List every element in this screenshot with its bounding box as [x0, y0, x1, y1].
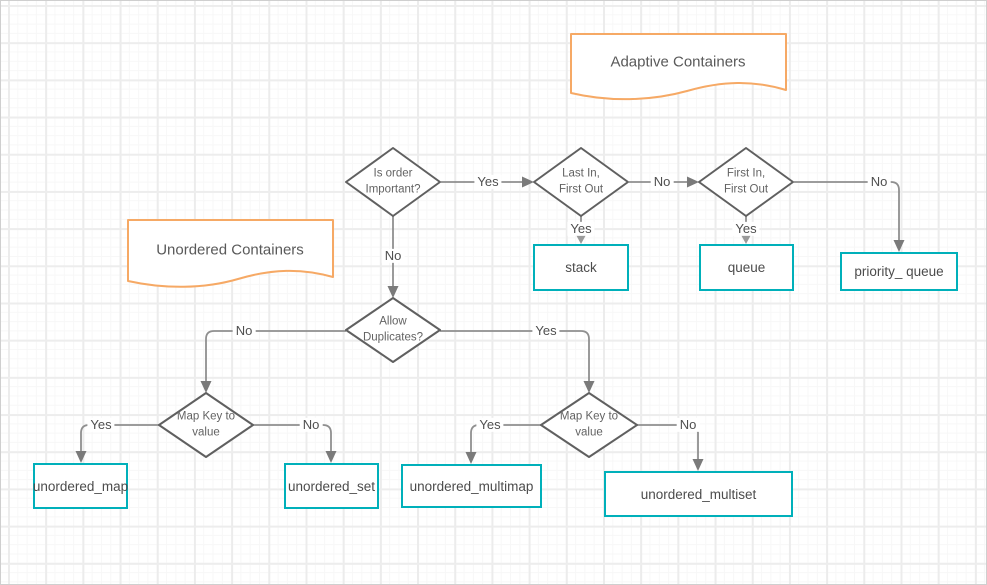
arrowhead — [75, 451, 87, 463]
connector-line — [440, 330, 590, 382]
arrowhead — [522, 176, 534, 188]
connector-line — [794, 181, 900, 241]
terminal-queue-label: queue — [727, 260, 766, 275]
connector-allow-to-map-left[interactable] — [200, 330, 347, 393]
terminal-unordered-multiset[interactable]: unordered_multiset — [604, 471, 793, 517]
edge-label-fifo-to-priority-queue: No — [867, 174, 891, 190]
terminal-queue[interactable]: queue — [699, 244, 794, 291]
connector-line — [205, 330, 346, 382]
decision-allow-duplicates[interactable] — [345, 297, 441, 363]
arrowhead — [325, 451, 337, 463]
arrowhead — [465, 452, 477, 464]
terminal-unordered-set[interactable]: unordered_set — [284, 463, 379, 509]
edge-label-lifo-to-stack: Yes — [567, 221, 595, 237]
terminal-unordered-multiset-label: unordered_multiset — [640, 486, 757, 502]
arrowhead — [583, 381, 595, 393]
edge-label-allow-to-map-right: Yes — [532, 323, 560, 339]
arrowhead — [740, 234, 752, 244]
connector-fifo-to-priority-queue[interactable] — [794, 181, 905, 252]
connector-map-left-to-unordered-set[interactable] — [253, 424, 337, 463]
arrowhead — [687, 176, 699, 188]
terminal-unordered-set-label: unordered_set — [287, 478, 376, 494]
edge-label-lifo-to-fifo: No — [650, 174, 674, 190]
arrowhead — [387, 286, 399, 298]
connector-line — [253, 424, 332, 452]
edge-label-order-to-allow-duplicates: No — [381, 248, 405, 264]
edge-label-map-left-to-unordered-set: No — [299, 417, 323, 433]
decision-last-in-first-out[interactable] — [533, 147, 629, 217]
arrowhead — [200, 381, 212, 393]
arrowhead — [692, 459, 704, 471]
connector-allow-to-map-right[interactable] — [440, 330, 595, 393]
terminal-unordered-map-label: unordered_map — [32, 478, 129, 494]
terminal-unordered-map[interactable]: unordered_map — [33, 463, 128, 509]
note-adaptive-containers-shape[interactable] — [570, 33, 787, 101]
terminal-stack[interactable]: stack — [533, 244, 629, 291]
note-unordered-containers-shape[interactable] — [127, 219, 334, 288]
arrowhead — [893, 240, 905, 252]
edge-label-fifo-to-queue: Yes — [732, 221, 760, 237]
terminal-unordered-multimap[interactable]: unordered_multimap — [401, 464, 542, 508]
decision-first-in-first-out[interactable] — [698, 147, 794, 217]
terminal-stack-label: stack — [565, 260, 597, 275]
edge-label-map-right-to-unordered-multimap: Yes — [476, 417, 504, 433]
edge-label-map-left-to-unordered-map: Yes — [87, 417, 115, 433]
edge-label-allow-to-map-left: No — [232, 323, 256, 339]
terminal-unordered-multimap-label: unordered_multimap — [409, 478, 534, 494]
decision-map-key-to-value-right[interactable] — [540, 392, 638, 458]
terminal-priority-queue-label: priority_ queue — [854, 264, 944, 279]
arrowhead — [575, 234, 587, 244]
edge-label-order-to-lifo: Yes — [474, 174, 502, 190]
decision-map-key-to-value-left[interactable] — [158, 392, 254, 458]
edge-label-map-right-to-unordered-multiset: No — [676, 417, 700, 433]
terminal-priority-queue[interactable]: priority_ queue — [840, 252, 958, 291]
decision-is-order-important[interactable] — [345, 147, 441, 217]
